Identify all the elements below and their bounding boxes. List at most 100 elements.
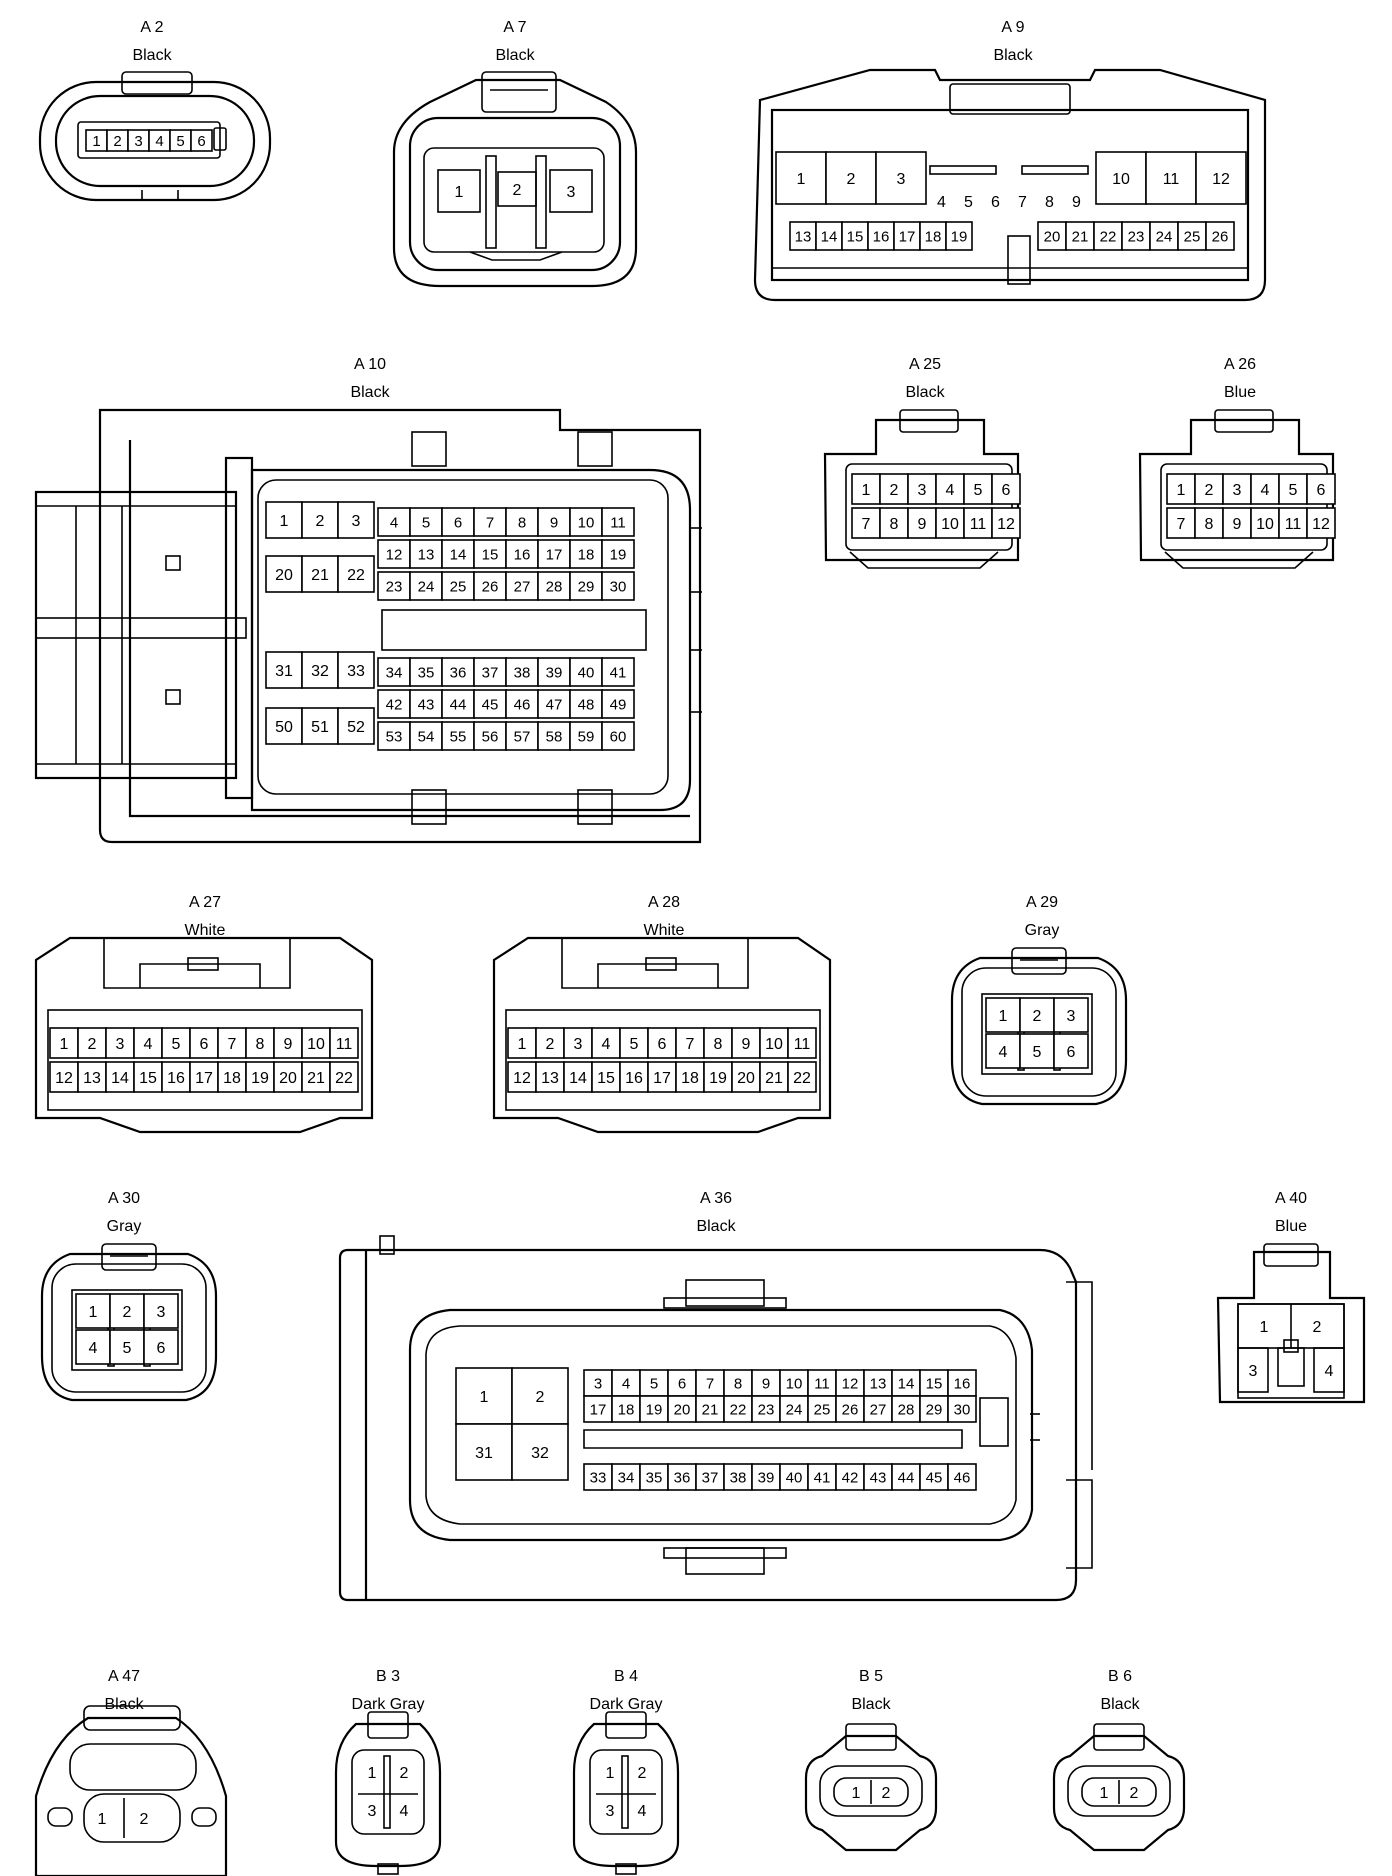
pin-cell [611, 1369, 641, 1397]
pin-cell [601, 539, 635, 569]
pin-cell [329, 1027, 359, 1059]
pin-cell [601, 507, 635, 537]
pin-cell [265, 707, 303, 745]
pin-number: 18 [925, 228, 942, 245]
pin-number: 35 [418, 664, 435, 681]
connector-outline [1237, 1347, 1269, 1393]
pin-cell [189, 1027, 219, 1059]
pin-number: 39 [758, 1469, 775, 1486]
pin-number: 8 [1045, 194, 1054, 211]
pin-number: 4 [390, 514, 398, 531]
pin-number: 12 [1212, 171, 1230, 188]
pin-number: 56 [482, 728, 499, 745]
pin-number: 4 [602, 1036, 611, 1053]
connector-outline [979, 1397, 1009, 1447]
pin-number: 43 [418, 696, 435, 713]
pin-cell [1306, 507, 1336, 539]
connector-code: A 47 [108, 1668, 140, 1685]
pin-number: 1 [606, 1765, 615, 1782]
pin-number: 4 [1261, 482, 1270, 499]
pin-number: 58 [546, 728, 563, 745]
connector-outline [83, 1705, 181, 1731]
connector-outline [165, 555, 181, 571]
pin-number: 11 [814, 1375, 830, 1392]
pin-cell [919, 1395, 949, 1423]
connector-outline [833, 1777, 909, 1807]
pin-number: 4 [999, 1044, 1008, 1061]
pin-cell [537, 571, 571, 601]
connector-outline [583, 1429, 963, 1449]
pin-cell [301, 651, 339, 689]
pin-number: 1 [1177, 482, 1186, 499]
pin-number: 3 [606, 1803, 615, 1820]
pin-number: 20 [279, 1070, 297, 1087]
pin-number: 35 [646, 1469, 663, 1486]
connector-outline [981, 993, 1093, 1075]
connector-outline [411, 431, 447, 467]
connector-outline [383, 1755, 391, 1829]
connector-color: Black [905, 384, 945, 401]
connector-outline [1066, 1479, 1093, 1569]
connector-code: A 27 [189, 894, 221, 911]
pin-number: 8 [518, 514, 526, 531]
pin-number: 14 [569, 1070, 587, 1087]
pin-number: 15 [926, 1375, 943, 1392]
connector-outline [101, 1243, 157, 1271]
pin-number: 27 [514, 578, 531, 595]
pin-cell [143, 1329, 179, 1365]
pin-number: 2 [1130, 1785, 1139, 1802]
pin-cell [537, 657, 571, 687]
pin-number: 7 [1018, 194, 1027, 211]
pin-number: 2 [140, 1811, 149, 1828]
pin-cell [301, 1027, 331, 1059]
connector-color: Gray [107, 1218, 142, 1235]
pin-cell [455, 1367, 513, 1425]
pin-number: 45 [926, 1469, 943, 1486]
pin-number: 4 [937, 194, 946, 211]
pin-number: 15 [139, 1070, 157, 1087]
pin-cell [787, 1061, 817, 1093]
pin-number: 55 [450, 728, 467, 745]
pin-cell [75, 1329, 111, 1365]
pin-cell [473, 657, 507, 687]
pin-cell [1065, 221, 1095, 251]
connector-outline [1081, 1777, 1157, 1807]
pin-cell [337, 707, 375, 745]
connector-outline [1093, 1723, 1145, 1751]
pin-number: 10 [1112, 171, 1130, 188]
connector-outline [411, 789, 447, 825]
connector-outline [549, 169, 593, 213]
pin-number: 1 [98, 1811, 107, 1828]
pin-cell [591, 1061, 621, 1093]
connector-outline [685, 1279, 765, 1307]
pin-cell [563, 1061, 593, 1093]
pin-number: 10 [765, 1036, 783, 1053]
pin-cell [505, 721, 539, 751]
connector-outline [379, 1235, 395, 1255]
pin-number: 9 [550, 514, 558, 531]
pin-number: 5 [1033, 1044, 1042, 1061]
pin-number: 7 [686, 1036, 695, 1053]
pin-number: 4 [1325, 1363, 1334, 1380]
pin-cell [667, 1369, 697, 1397]
connector-outline [51, 1263, 207, 1393]
pin-number: 2 [546, 1036, 555, 1053]
connector-outline [572, 1722, 680, 1868]
pin-number: 14 [898, 1375, 915, 1392]
connector-outline [645, 957, 677, 971]
pin-number: 49 [610, 696, 627, 713]
pin-number: 28 [898, 1401, 915, 1418]
pin-cell [879, 507, 909, 539]
pin-number: 34 [618, 1469, 635, 1486]
pin-cell [535, 1061, 565, 1093]
pin-cell [703, 1061, 733, 1093]
connector-outline [425, 1325, 1017, 1525]
pin-number: 11 [970, 516, 987, 533]
pin-cell [891, 1463, 921, 1491]
